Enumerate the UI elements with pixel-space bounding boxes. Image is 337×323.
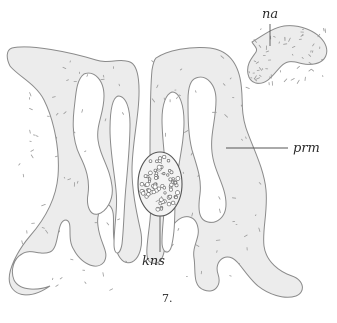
cell [145,183,149,187]
texture-fleck [279,42,280,43]
texture-fleck [183,172,184,173]
cell [154,176,157,179]
texture-fleck [36,136,38,137]
texture-fleck [22,241,23,244]
texture-fleck [255,215,256,216]
texture-fleck [52,278,53,279]
cell [155,160,158,163]
texture-fleck [297,66,299,68]
label-prm: prm [293,141,320,156]
figure-number: 7. [162,292,173,305]
texture-fleck [291,79,294,81]
cell [149,171,153,175]
texture-fleck [31,155,33,158]
texture-fleck [55,156,58,157]
texture-fleck [292,54,293,55]
texture-fleck [126,261,127,262]
texture-fleck [198,175,199,176]
texture-fleck [60,278,62,279]
texture-fleck [284,79,287,82]
cell [148,189,151,192]
texture-fleck [56,137,57,140]
cell [163,186,166,189]
texture-fleck [164,98,165,100]
cell [169,195,172,198]
texture-fleck [230,276,232,277]
cell [155,172,158,175]
label-na: na [262,7,278,22]
nasal-nodule [248,26,327,84]
texture-fleck [31,150,34,152]
texture-fleck [107,223,109,225]
texture-fleck [103,273,104,277]
cell [157,187,160,190]
cell [144,175,147,178]
texture-fleck [119,84,120,86]
texture-fleck [85,282,86,284]
texture-fleck [312,51,313,53]
cell [175,196,178,199]
cell [164,192,166,194]
cell [169,178,172,181]
cell [158,157,161,160]
texture-fleck [246,137,247,139]
cell [176,177,180,181]
texture-fleck [325,29,326,33]
cell [152,190,156,194]
cell [170,183,173,186]
central-oval [138,152,182,216]
texture-fleck [312,69,314,71]
texture-fleck [297,80,299,83]
texture-fleck [257,70,259,71]
texture-fleck [260,29,261,30]
texture-fleck [239,264,240,265]
texture-fleck [324,28,325,31]
cell [153,185,157,189]
texture-fleck [71,259,73,260]
texture-fleck [284,44,287,45]
cell [148,180,150,182]
texture-fleck [103,75,104,77]
cell [167,159,170,162]
texture-fleck [152,61,154,63]
texture-fleck [23,174,24,177]
cell [147,192,151,196]
cell [172,178,174,180]
texture-fleck [56,285,58,287]
texture-fleck [110,289,113,291]
texture-fleck [322,59,323,60]
label-kns: kns [142,254,165,269]
texture-fleck [166,251,167,252]
cell [149,160,152,163]
cell [163,155,166,158]
texture-fleck [30,93,31,97]
cell [140,182,144,186]
texture-fleck [64,177,65,178]
texture-fleck [178,228,179,230]
texture-fleck [246,87,249,88]
cell [167,174,169,176]
cell [167,202,171,206]
texture-fleck [30,130,31,133]
cell [169,188,172,191]
texture-fleck [42,204,46,205]
cell [154,169,157,172]
cell [175,191,179,195]
cell [141,192,145,196]
texture-fleck [309,69,311,71]
cell [157,165,161,169]
texture-fleck [262,69,263,70]
texture-fleck [19,164,20,166]
cell [174,181,177,184]
texture-fleck [30,108,33,109]
cell [170,171,173,174]
